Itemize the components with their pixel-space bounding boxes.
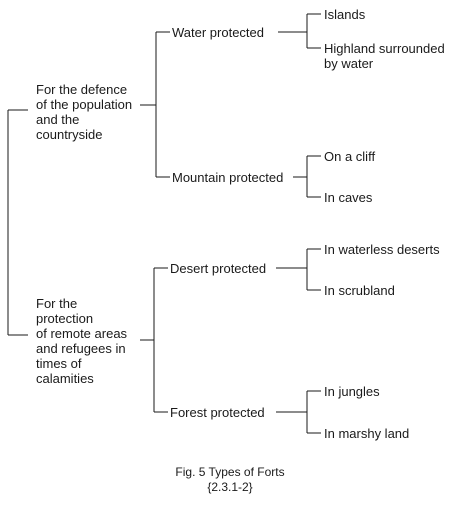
group-defence-label: For the defence of the population and th… xyxy=(36,82,133,142)
waterless-deserts-label: In waterless deserts xyxy=(324,242,440,257)
figure-reference: {2.3.1-2} xyxy=(207,480,253,494)
in-caves-label: In caves xyxy=(324,190,373,205)
marshy-land-label: In marshy land xyxy=(324,426,410,441)
islands-label: Islands xyxy=(324,7,366,22)
water-protected-label: Water protected xyxy=(172,25,265,40)
jungles-label: In jungles xyxy=(324,384,380,399)
group-protection-label: For the protection of remote areas and r… xyxy=(36,296,128,386)
forest-protected-label: Forest protected xyxy=(170,405,265,420)
on-a-cliff-label: On a cliff xyxy=(324,149,376,164)
highland-surrounded-label: Highland surrounded by water xyxy=(324,41,445,71)
desert-protected-label: Desert protected xyxy=(170,261,267,276)
scrubland-label: In scrubland xyxy=(324,283,395,298)
figure-caption: Fig. 5 Types of Forts xyxy=(175,465,285,479)
mountain-protected-label: Mountain protected xyxy=(172,170,284,185)
